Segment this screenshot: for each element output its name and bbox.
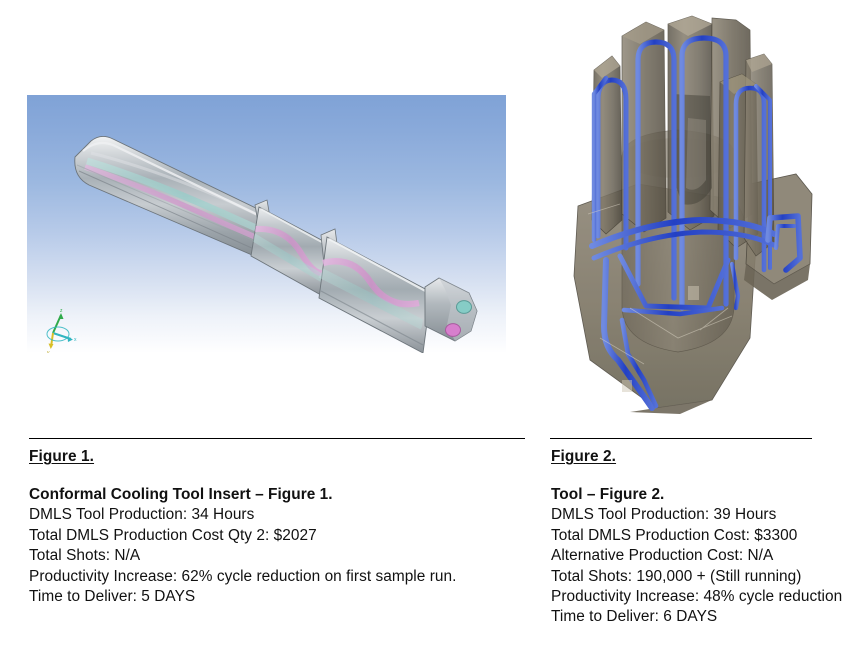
figure-1-label: Figure 1. xyxy=(29,448,95,465)
figure-1-image: z x y xyxy=(27,95,506,353)
figure-2-line-time-to-deliver: Time to Deliver: 6 DAYS xyxy=(551,608,718,626)
figure-1-spacer xyxy=(29,467,456,485)
figure-1-line-production-hours: DMLS Tool Production: 34 Hours xyxy=(29,506,255,524)
figure-1-divider xyxy=(29,438,525,439)
figure-1-line-time-to-deliver: Time to Deliver: 5 DAYS xyxy=(29,588,196,606)
tool-barrel xyxy=(318,228,432,353)
figure-2-divider xyxy=(550,438,812,439)
cooling-port-pink xyxy=(445,323,461,337)
axis-triad-icon: z x y xyxy=(46,308,77,353)
figure-1-line-total-shots: Total Shots: N/A xyxy=(29,547,141,565)
figure-2-caption-block: Figure 2. Tool – Figure 2. DMLS Tool Pro… xyxy=(551,447,842,628)
figure-2-heading: Tool – Figure 2. xyxy=(551,486,665,503)
tool-end-flange xyxy=(424,277,478,342)
figure-2-line-productivity-increase: Productivity Increase: 48% cycle reducti… xyxy=(551,588,843,606)
figure-2-image xyxy=(560,8,850,433)
figure-2-line-production-cost: Total DMLS Production Cost: $3300 xyxy=(551,526,798,544)
cooling-channels xyxy=(589,35,803,411)
figure-2-line-total-shots: Total Shots: 190,000 + (Still running) xyxy=(551,567,802,585)
mold-tool-assembly xyxy=(573,15,813,414)
figure-1-line-production-cost: Total DMLS Production Cost Qty 2: $2027 xyxy=(29,526,317,544)
tool-shaft xyxy=(74,136,290,268)
figure-1-caption-block: Figure 1. Conformal Cooling Tool Insert … xyxy=(29,447,456,607)
cooling-port-teal xyxy=(456,300,472,314)
svg-text:x: x xyxy=(74,337,77,343)
figure-1-line-productivity-increase: Productivity Increase: 62% cycle reducti… xyxy=(29,567,457,585)
svg-text:z: z xyxy=(60,308,63,314)
figure-1-label-row: Figure 1. xyxy=(29,447,456,467)
conformal-cooling-tool-insert-render: z x y xyxy=(46,136,478,353)
figure-2-label-row: Figure 2. xyxy=(551,447,842,467)
tool-collar-1 xyxy=(250,199,330,296)
svg-text:y: y xyxy=(47,350,50,353)
figure-1-heading: Conformal Cooling Tool Insert – Figure 1… xyxy=(29,486,333,503)
figure-2-line-production-hours: DMLS Tool Production: 39 Hours xyxy=(551,506,777,524)
figure-2-line-alternative-cost: Alternative Production Cost: N/A xyxy=(551,547,774,565)
figure-2-spacer xyxy=(551,467,842,485)
mold-tool-conformal-cooling-render xyxy=(573,15,813,414)
figure-2-label: Figure 2. xyxy=(551,448,617,465)
